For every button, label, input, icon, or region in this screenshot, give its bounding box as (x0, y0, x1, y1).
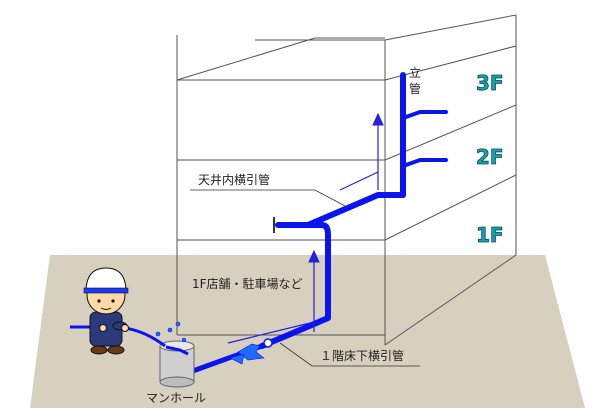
branch-3f (401, 110, 448, 120)
manhole-icon (159, 340, 195, 388)
floor-label-1f: 1F (476, 223, 504, 247)
ceiling-pipe (275, 192, 406, 228)
branch-2f (401, 158, 448, 168)
leader-ceiling (190, 189, 346, 207)
floor-label-2f: 2F (476, 145, 504, 169)
manhole-label: マンホール (146, 391, 206, 405)
riser-label-1: 立 (409, 65, 421, 80)
riser-label-2: 管 (409, 81, 421, 96)
drop-pipe (259, 222, 331, 349)
floor-label-3f: 3F (476, 71, 504, 95)
first-floor-use-label: 1F店舗・駐車場など (192, 276, 303, 291)
worker-icon (83, 267, 129, 355)
pipe-joint (263, 338, 273, 348)
ceiling-pipe-label: 天井内横引管 (198, 172, 270, 187)
under-floor-pipe-label: １階床下横引管 (320, 348, 404, 363)
flow-arrows (227, 112, 384, 344)
leader-underfloor (279, 342, 420, 367)
water-jet-icon (155, 321, 265, 365)
